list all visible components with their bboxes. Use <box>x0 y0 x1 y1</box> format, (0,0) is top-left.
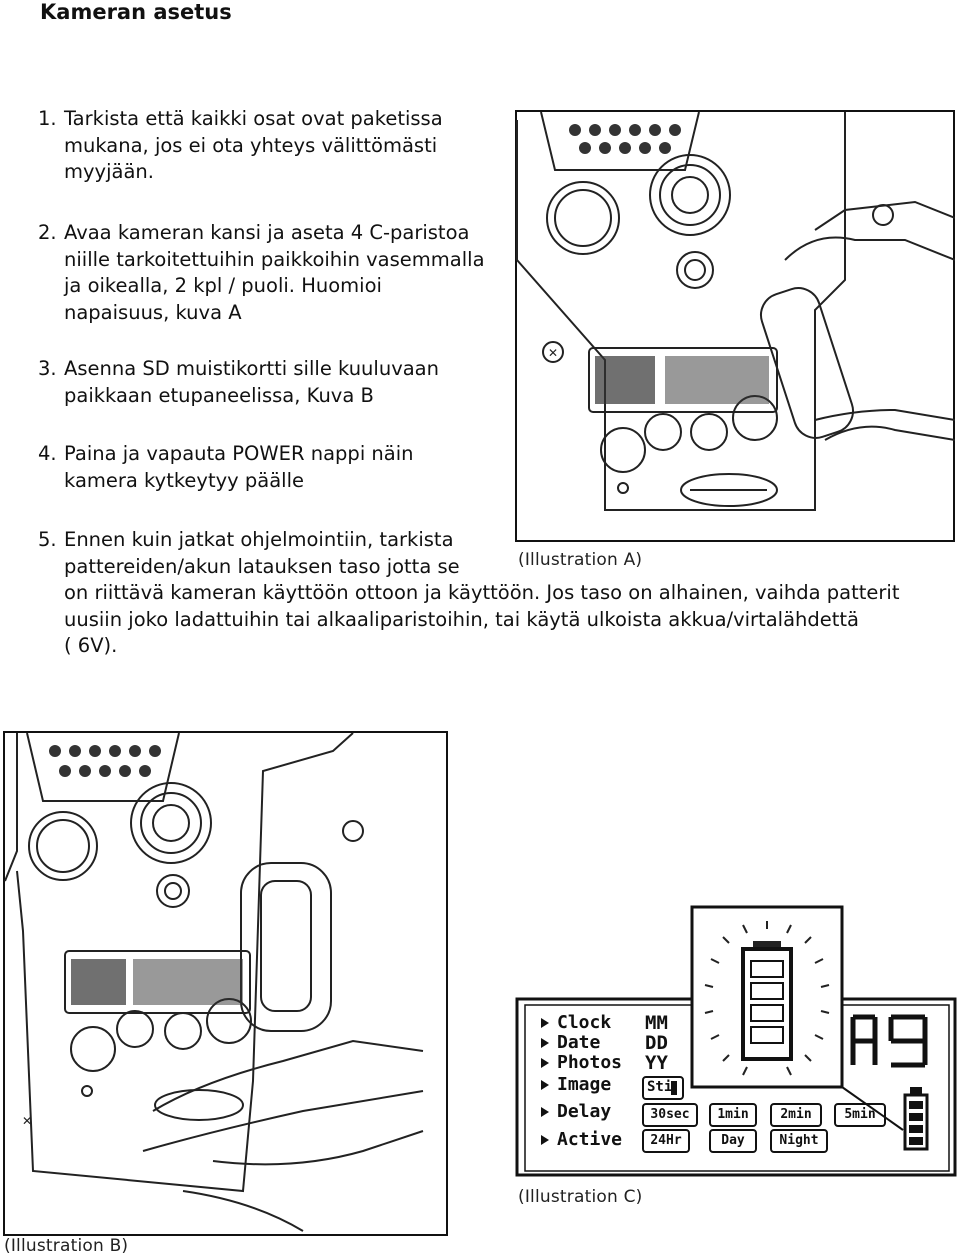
svg-text:✕: ✕ <box>22 1114 32 1128</box>
illustration-b-caption: (Illustration B) <box>4 1236 129 1256</box>
label-dd: DD <box>645 1032 668 1054</box>
step-text: kamera kytkeytyy päälle <box>64 468 305 492</box>
step-number: 3. <box>38 357 57 380</box>
step-text: paikkaan etupaneelissa, Kuva B <box>64 383 374 407</box>
step-text: ja oikealla, 2 kpl / puoli. Huomioi <box>64 274 382 297</box>
step-text: Tarkista että kaikki osat ovat paketissa <box>64 107 443 130</box>
illustration-c: Clock Date Photos Image Delay Active MM … <box>515 905 957 1187</box>
menu-item-clock: Clock <box>557 1012 612 1033</box>
step-number: 5. <box>38 528 57 551</box>
delay-option-2min: 2min <box>780 1107 812 1122</box>
illustration-a: ✕ <box>515 110 955 542</box>
step-text: uusiin joko ladattuihin tai alkaaliparis… <box>64 607 859 631</box>
active-option-24hr: 24Hr <box>650 1133 682 1148</box>
delay-option-1min: 1min <box>717 1107 749 1122</box>
step-4: 4. Paina ja vapauta POWER nappi näin kame… <box>38 441 414 494</box>
menu-item-image: Image <box>557 1074 612 1095</box>
step-number: 4. <box>38 442 57 465</box>
step-text: napaisuus, kuva A <box>64 300 242 324</box>
step-text: niille tarkoitettuihin paikkoihin vasemm… <box>64 247 485 271</box>
illustration-c-caption: (Illustration C) <box>518 1187 643 1207</box>
step-text: Ennen kuin jatkat ohjelmointiin, tarkist… <box>64 528 454 551</box>
illustration-a-caption: (Illustration A) <box>518 550 643 570</box>
page-title: Kameran asetus <box>40 0 232 24</box>
step-text: Avaa kameran kansi ja aseta 4 C-paristoa <box>64 221 470 244</box>
step-text: pattereiden/akun latauksen taso jotta se <box>64 554 460 578</box>
step-text: ( 6V). <box>64 634 118 657</box>
step-1: 1. Tarkista että kaikki osat ovat paketis… <box>38 106 443 186</box>
svg-text:✕: ✕ <box>548 346 558 360</box>
step-number: 1. <box>38 107 57 130</box>
delay-option-5min: 5min <box>844 1107 876 1122</box>
menu-item-delay: Delay <box>557 1101 612 1122</box>
step-text: on riittävä kameran käyttöön ottoon ja k… <box>64 581 900 604</box>
step-text: mukana, jos ei ota yhteys välittömästi <box>64 133 438 157</box>
label-yy: YY <box>645 1052 668 1074</box>
image-mode-label: Sti <box>647 1079 673 1095</box>
menu-item-active: Active <box>557 1129 623 1150</box>
step-5: 5. Ennen kuin jatkat ohjelmointiin, tarki… <box>38 527 900 660</box>
date-labels: MM DD YY <box>645 1013 668 1073</box>
step-3: 3. Asenna SD muistikortti sille kuuluvaan… <box>38 356 439 409</box>
step-text: Paina ja vapauta POWER nappi näin <box>64 442 414 465</box>
lcd-panel-drawing <box>515 905 957 1177</box>
step-text: Asenna SD muistikortti sille kuuluvaan <box>64 357 439 380</box>
active-option-night: Night <box>779 1133 819 1148</box>
label-mm: MM <box>645 1012 668 1034</box>
step-2: 2. Avaa kameran kansi ja aseta 4 C-parist… <box>38 220 485 326</box>
menu-item-photos: Photos <box>557 1052 623 1073</box>
delay-option-30sec: 30sec <box>650 1107 690 1122</box>
step-text: myyjään. <box>64 160 154 183</box>
step-number: 2. <box>38 221 57 244</box>
menu-item-date: Date <box>557 1032 601 1053</box>
active-option-day: Day <box>721 1133 745 1148</box>
illustration-b: ✕ <box>3 731 448 1236</box>
